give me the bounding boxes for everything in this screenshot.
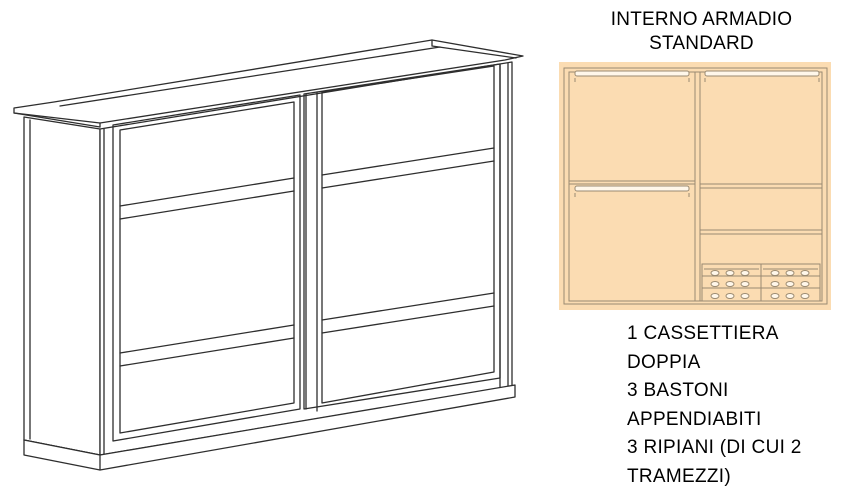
double-drawer-unit	[701, 263, 821, 302]
wardrobe-base-plinth	[23, 384, 516, 471]
right-shelf-2	[700, 229, 822, 235]
right-shelf-1	[700, 183, 822, 189]
spec-line-3: 3 BASTONI	[627, 380, 729, 401]
sliding-door-wardrobe-drawing	[13, 39, 524, 471]
standard-interior-layout-diagram	[559, 62, 831, 310]
spec-line-5: 3 RIPIANI (DI CUI 2	[627, 437, 802, 458]
interior-specifications: 1 CASSETTIERA DOPPIA 3 BASTONI APPENDIAB…	[627, 320, 842, 491]
interior-title-line-2: STANDARD	[649, 33, 754, 54]
spec-line-6: TRAMEZZI)	[627, 465, 732, 487]
wardrobe-cornice	[13, 39, 524, 128]
interior-title: INTERNO ARMADIO STANDARD	[560, 8, 843, 56]
wardrobe-side-panel	[23, 116, 101, 456]
hanging-rail-top-right	[704, 70, 820, 82]
interior-title-line-1: INTERNO ARMADIO	[610, 9, 793, 30]
spec-line-4: APPENDIABITI	[627, 408, 762, 430]
left-sliding-door	[112, 94, 301, 442]
central-partition	[694, 72, 701, 301]
left-middle-divider	[569, 180, 695, 185]
hanging-rail-bottom-left	[574, 185, 690, 197]
right-sliding-door	[303, 63, 501, 412]
hanging-rail-top-left	[574, 70, 690, 82]
interior-outer-frame	[563, 67, 828, 305]
spec-line-2: DOPPIA	[627, 351, 701, 373]
spec-line-1: 1 CASSETTIERA	[627, 323, 779, 344]
